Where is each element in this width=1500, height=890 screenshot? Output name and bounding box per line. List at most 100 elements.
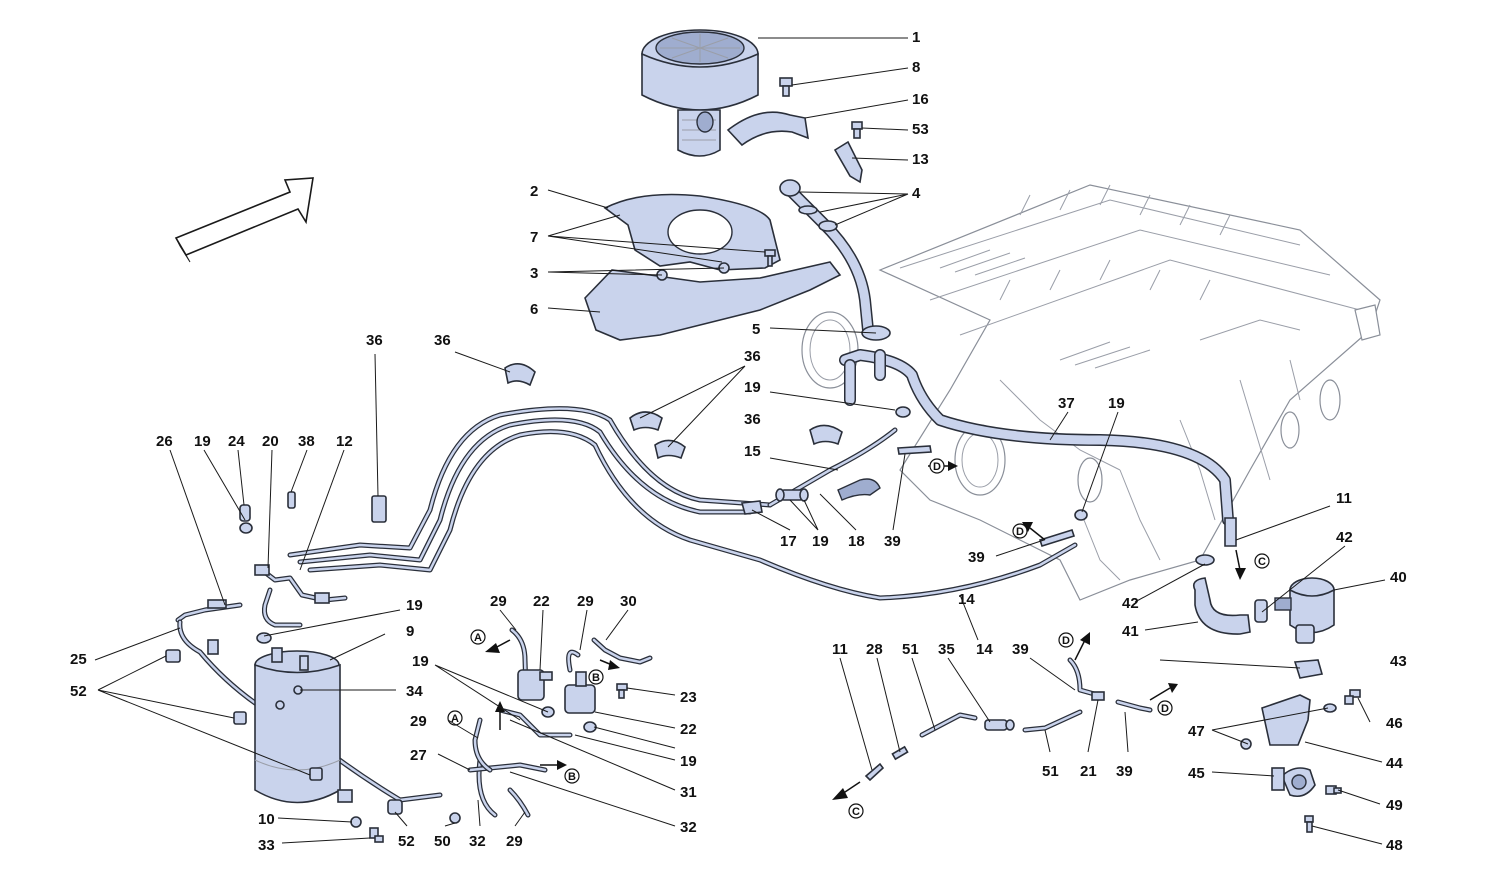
gasket-43 [1293,659,1324,679]
callout-11-b: 11 [832,641,848,658]
callout-42-b: 42 [1122,595,1139,612]
elbow-hose-41 [1192,577,1251,635]
secondary-air-pump [641,29,759,157]
valve-20 [254,564,348,604]
pipe-39b [1038,529,1076,547]
callout-31: 31 [680,784,697,801]
callout-29-a: 29 [490,593,507,610]
callout-1: 1 [912,29,920,46]
callout-42-a: 42 [1336,529,1353,546]
pump-outlet-hose [779,179,874,336]
callout-19-c: 19 [194,433,211,450]
pump-bracket [726,111,809,147]
callout-labels: 1 8 16 53 13 4 2 7 3 6 5 36 36 36 19 36 … [70,29,1407,854]
callout-53: 53 [912,121,929,138]
callout-8: 8 [912,59,920,76]
callout-19-d: 19 [812,533,829,550]
callout-19-g: 19 [680,753,697,770]
callout-18: 18 [848,533,865,550]
callout-10: 10 [258,811,275,828]
clamp-19f [583,721,597,733]
callout-34: 34 [406,683,423,700]
callout-36-b: 36 [434,332,451,349]
callout-41: 41 [1122,623,1139,640]
connector-A-1: A [470,629,486,645]
pipe-11b [864,762,885,782]
callout-33: 33 [258,837,275,854]
callout-48: 48 [1386,837,1403,854]
clamp-42a [1195,554,1215,566]
callout-28: 28 [866,641,883,658]
air-pipe-37 [839,349,1234,526]
callout-22-b: 22 [680,721,697,738]
clip-36d [809,424,843,446]
callout-14: 14 [958,591,975,608]
callout-2: 2 [530,183,538,200]
callout-11-a: 11 [1336,490,1352,507]
callout-46: 46 [1386,715,1403,732]
svg-text:B: B [568,771,576,783]
connector-B-2: B [564,768,580,784]
clamp-19b [1074,509,1088,521]
callout-45: 45 [1188,765,1205,782]
nut-10 [350,816,362,828]
hose-51a [919,712,978,738]
callout-21: 21 [1080,763,1097,780]
flange-45 [1271,767,1316,798]
nut-47b [1240,738,1252,750]
svg-text:D: D [1161,703,1169,715]
callout-32-b: 32 [469,833,486,850]
callout-19-b: 19 [1108,395,1125,412]
callout-51-b: 51 [1042,763,1059,780]
pipe-12 [262,587,303,628]
hose-15 [837,478,881,501]
pipe-39c [1067,657,1101,698]
callout-39-a: 39 [884,533,901,550]
callout-39-d: 39 [1116,763,1133,780]
pipe-39d [1115,699,1153,713]
flow-arrows [485,461,1246,800]
fitting-21 [1091,691,1105,701]
callout-51-a: 51 [902,641,919,658]
callout-13: 13 [912,151,929,168]
svg-text:C: C [1258,556,1266,568]
callout-44: 44 [1386,755,1403,772]
svg-text:D: D [1062,635,1070,647]
clamp-19c [239,522,253,534]
bolt-52b [233,711,247,725]
washer-47a [1323,703,1337,713]
callout-49: 49 [1386,797,1403,814]
callout-52-b: 52 [398,833,415,850]
callout-50: 50 [434,833,451,850]
callout-37: 37 [1058,395,1075,412]
screw-23 [616,683,628,699]
callout-47: 47 [1188,723,1205,740]
bolt-53 [851,121,863,139]
hose-51b [1022,709,1083,733]
callout-16: 16 [912,91,929,108]
svg-text:B: B [592,672,600,684]
leader-lines [94,37,1386,845]
callout-12: 12 [336,433,353,450]
direction-arrow [174,177,314,257]
bolt-52c [309,767,323,781]
carbon-canister [254,647,353,804]
callout-30: 30 [620,593,637,610]
bracket-44 [1261,694,1311,746]
callout-20: 20 [262,433,279,450]
callout-22-a: 22 [533,593,550,610]
connector-18 [775,488,809,502]
svg-text:D: D [933,461,941,473]
callout-19-f: 19 [412,653,429,670]
screw-33 [369,827,384,843]
svg-text:A: A [474,632,482,644]
clamp-19d [256,632,272,644]
callout-4: 4 [912,185,921,202]
connector-A-2: A [447,710,463,726]
callout-52-a: 52 [70,683,87,700]
screw-48 [1304,815,1314,833]
callout-36-d: 36 [744,411,761,428]
callout-38: 38 [298,433,315,450]
callout-6: 6 [530,301,538,318]
